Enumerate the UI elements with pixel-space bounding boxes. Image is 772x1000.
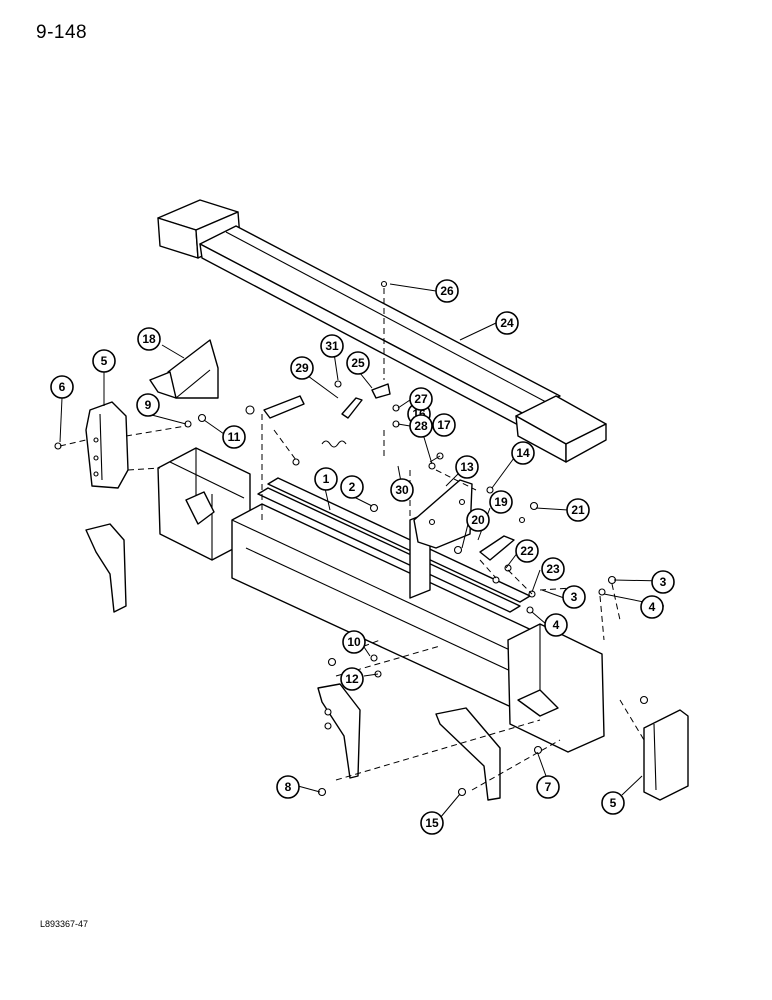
svg-text:2: 2 (349, 480, 356, 494)
svg-text:23: 23 (546, 562, 560, 576)
svg-text:19: 19 (494, 495, 508, 509)
assembly-dash-lines (59, 288, 645, 791)
bracket-19 (479, 535, 515, 561)
svg-text:7: 7 (545, 780, 552, 794)
svg-text:5: 5 (610, 796, 617, 810)
svg-text:22: 22 (520, 544, 534, 558)
figure-id: L893367-47 (40, 919, 89, 929)
callout-3a: 3 (651, 570, 675, 594)
callout-5-left: 5 (92, 349, 116, 373)
svg-text:4: 4 (649, 600, 656, 614)
svg-text:15: 15 (425, 816, 439, 830)
callout-18: 18 (137, 327, 161, 351)
callout-4b: 4 (544, 613, 568, 637)
svg-text:5: 5 (101, 354, 108, 368)
bracket-18 (149, 339, 219, 399)
right-end-plate (643, 709, 689, 801)
page-number: 9-148 (36, 22, 88, 43)
callout-6: 6 (50, 375, 74, 399)
svg-text:29: 29 (295, 361, 309, 375)
callout-11: 11 (222, 425, 246, 449)
svg-text:1: 1 (323, 472, 330, 486)
callout-4a: 4 (640, 595, 664, 619)
svg-text:20: 20 (471, 513, 485, 527)
callout-26: 26 (435, 279, 459, 303)
hardware (54, 280, 649, 797)
svg-text:14: 14 (516, 446, 530, 460)
left-end-plate (85, 401, 129, 489)
svg-text:8: 8 (285, 780, 292, 794)
callout-19: 19 (489, 490, 513, 514)
callout-7: 7 (536, 775, 560, 799)
svg-text:30: 30 (395, 483, 409, 497)
svg-text:13: 13 (460, 460, 474, 474)
callout-8: 8 (276, 775, 300, 799)
callout-9: 9 (136, 393, 160, 417)
callout-31: 31 (320, 334, 344, 358)
callout-21: 21 (566, 498, 590, 522)
callout-10: 10 (342, 630, 366, 654)
callout-12: 12 (340, 667, 364, 691)
svg-text:4: 4 (553, 618, 560, 632)
callout-25: 25 (346, 351, 370, 375)
svg-text:17: 17 (437, 418, 451, 432)
support-brackets (85, 523, 501, 801)
callout-27: 27 (409, 387, 433, 411)
callout-1: 1 (314, 467, 338, 491)
svg-text:27: 27 (414, 392, 428, 406)
svg-text:12: 12 (345, 672, 359, 686)
cover-plate-13 (413, 479, 473, 549)
callout-20: 20 (466, 508, 490, 532)
svg-text:21: 21 (571, 503, 585, 517)
top-pad (157, 199, 607, 463)
svg-text:26: 26 (440, 284, 454, 298)
callout-24: 24 (495, 311, 519, 335)
callout-13: 13 (455, 455, 479, 479)
svg-text:3: 3 (571, 590, 578, 604)
callout-2: 2 (340, 475, 364, 499)
callout-14: 14 (511, 441, 535, 465)
svg-text:10: 10 (347, 635, 361, 649)
svg-text:28: 28 (414, 419, 428, 433)
svg-text:3: 3 (660, 575, 667, 589)
callout-15: 15 (420, 811, 444, 835)
svg-text:31: 31 (325, 339, 339, 353)
callout-5-right: 5 (601, 791, 625, 815)
svg-text:9: 9 (145, 398, 152, 412)
callout-30: 30 (390, 478, 414, 502)
callout-23: 23 (541, 557, 565, 581)
callout-29: 29 (290, 356, 314, 380)
svg-text:24: 24 (500, 316, 514, 330)
callout-17: 17 (432, 413, 456, 437)
callout-22: 22 (515, 539, 539, 563)
svg-text:18: 18 (142, 332, 156, 346)
svg-text:6: 6 (59, 380, 66, 394)
svg-text:25: 25 (351, 356, 365, 370)
callout-3b: 3 (562, 585, 586, 609)
main-beam (231, 477, 601, 737)
svg-text:11: 11 (228, 430, 241, 444)
latch-parts (263, 383, 391, 448)
callout-28: 28 (409, 414, 433, 438)
